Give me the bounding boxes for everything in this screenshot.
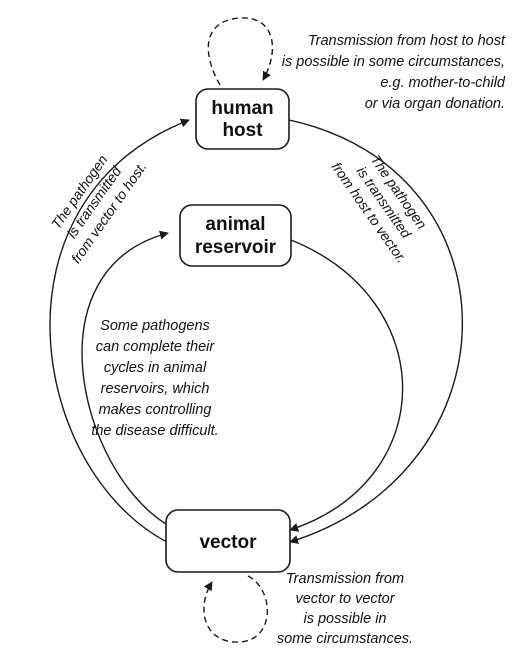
animal-reservoir-label-line-2: reservoir xyxy=(195,237,277,258)
vector-to-vector-note-line-1: Transmission from xyxy=(286,571,404,587)
vector-to-vector-note-line-3: is possible in xyxy=(303,611,386,627)
host-to-host-note-line-3: e.g. mother-to-child xyxy=(380,75,506,91)
animal-cycle-note-line-6: the disease difficult. xyxy=(91,423,218,439)
animal-cycle-note-line-3: cycles in animal xyxy=(104,360,207,376)
host-to-host-note-line-1: Transmission from host to host xyxy=(308,33,506,49)
host-to-vector-arrow xyxy=(288,119,464,544)
vector-label: vector xyxy=(199,532,257,553)
host-self-loop-arrow xyxy=(207,17,274,86)
animal-cycle-note: Some pathogens can complete their cycles… xyxy=(91,318,218,439)
vector-to-vector-note: Transmission from vector to vector is po… xyxy=(277,571,413,647)
host-to-host-note-line-4: or via organ donation. xyxy=(365,96,505,112)
animal-cycle-note-line-1: Some pathogens xyxy=(100,318,210,334)
vector-node: vector xyxy=(165,509,291,573)
animal-cycle-note-line-4: reservoirs, which xyxy=(101,381,210,397)
human-host-node: human host xyxy=(195,88,290,150)
vector-self-loop-arrow xyxy=(203,575,269,643)
reservoir-to-vector-arrow xyxy=(289,239,404,532)
human-host-label-line-2: host xyxy=(222,120,263,141)
animal-cycle-note-line-2: can complete their xyxy=(96,339,216,355)
human-host-label-line-1: human xyxy=(211,98,273,119)
vector-to-vector-note-line-4: some circumstances. xyxy=(277,631,413,647)
animal-cycle-note-line-5: makes controlling xyxy=(99,402,212,418)
animal-reservoir-node: animal reservoir xyxy=(179,204,292,267)
vector-to-host-arrow xyxy=(49,118,190,543)
vector-to-vector-note-line-2: vector to vector xyxy=(295,591,395,607)
host-to-host-note: Transmission from host to host is possib… xyxy=(282,33,506,112)
vector-to-host-note: The pathogen is transmitted from vector … xyxy=(48,152,150,266)
host-to-host-note-line-2: is possible in some circumstances, xyxy=(282,54,505,70)
vector-to-reservoir-arrow xyxy=(81,230,169,525)
animal-reservoir-label-line-1: animal xyxy=(205,214,265,235)
